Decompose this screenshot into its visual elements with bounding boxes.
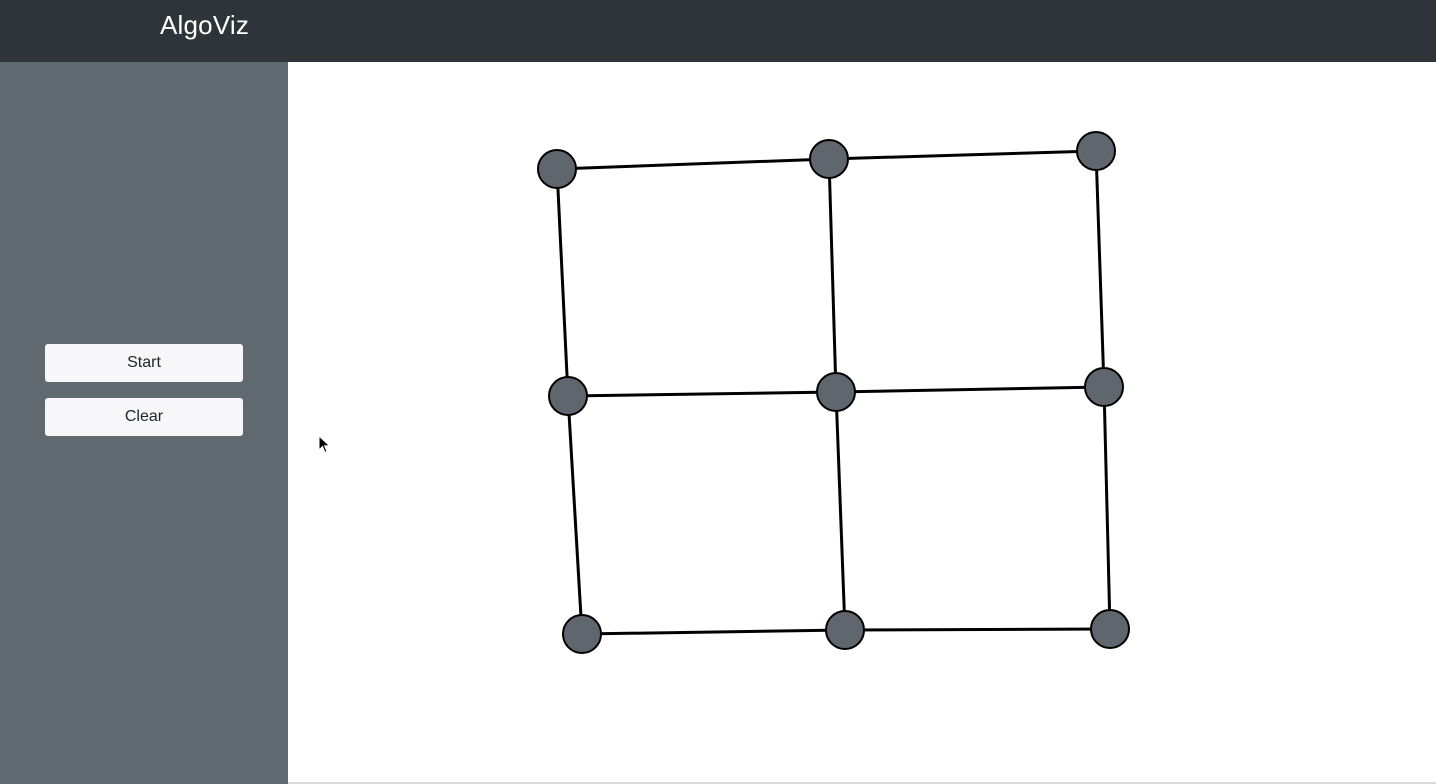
edges-layer [555, 149, 1112, 636]
graph-edge-n00-n10 [555, 168, 570, 397]
graph-node-n20[interactable] [562, 614, 602, 654]
graph-edge-n11-n21 [834, 391, 847, 631]
graph-node-n11[interactable] [816, 372, 856, 412]
graph-node-n22[interactable] [1090, 609, 1130, 649]
graph-edge-n02-n12 [1094, 150, 1106, 388]
graph-node-n02[interactable] [1076, 131, 1116, 171]
graph-edge-n21-n22 [844, 627, 1111, 632]
top-navbar: AlgoViz [0, 0, 1436, 62]
graph-edge-n00-n01 [556, 157, 830, 171]
graph-edge-n01-n02 [828, 149, 1097, 161]
app-title[interactable]: AlgoViz [160, 10, 250, 40]
start-button[interactable]: Start [45, 344, 243, 382]
graph-node-n01[interactable] [809, 139, 849, 179]
graph-edge-n20-n21 [581, 628, 846, 636]
graph-edge-n12-n22 [1102, 386, 1112, 630]
graph-canvas[interactable] [288, 62, 1436, 784]
graph-canvas-area[interactable] [288, 62, 1436, 784]
graph-node-n00[interactable] [537, 149, 577, 189]
mouse-cursor-icon [318, 435, 331, 454]
graph-edge-n11-n12 [835, 385, 1105, 394]
nodes-layer [537, 131, 1130, 654]
graph-node-n21[interactable] [825, 610, 865, 650]
graph-edge-n10-n20 [566, 395, 584, 635]
graph-node-n10[interactable] [548, 376, 588, 416]
graph-edge-n10-n11 [567, 390, 837, 398]
sidebar: Start Clear [0, 62, 288, 784]
graph-node-n12[interactable] [1084, 367, 1124, 407]
clear-button[interactable]: Clear [45, 398, 243, 436]
graph-edge-n01-n11 [827, 158, 838, 393]
bottom-divider [288, 782, 1436, 784]
